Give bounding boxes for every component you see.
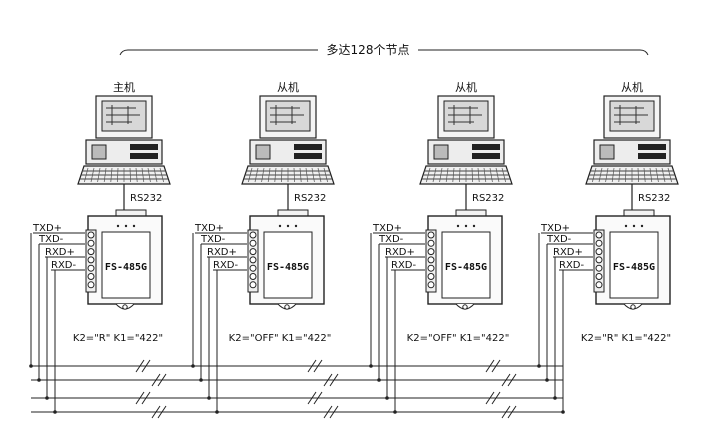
pin-label: RXD- — [213, 260, 238, 271]
pin-label: RXD- — [559, 260, 584, 271]
rs485-converter-icon: FS-485G — [593, 209, 671, 310]
pin-label: TXD- — [546, 234, 572, 245]
switch-setting-label: K2="OFF" K1="422" — [229, 333, 332, 344]
pin-label: TXD- — [378, 234, 404, 245]
node-role-label: 从机 — [621, 80, 643, 94]
pin-label: RXD+ — [45, 247, 75, 258]
desktop-computer-icon — [241, 95, 335, 185]
module-label: FS-485G — [613, 262, 655, 273]
module-label: FS-485G — [445, 262, 487, 273]
switch-setting-label: K2="R" K1="422" — [73, 333, 163, 344]
node-role-label: 从机 — [277, 80, 299, 94]
pin-label: RXD- — [391, 260, 416, 271]
pin-label: TXD+ — [372, 223, 402, 234]
rs232-label: RS232 — [294, 193, 326, 204]
rs232-label: RS232 — [638, 193, 670, 204]
pin-label: TXD+ — [32, 223, 62, 234]
desktop-computer-icon — [77, 95, 171, 185]
pin-label: TXD- — [200, 234, 226, 245]
pin-label: RXD+ — [207, 247, 237, 258]
node-role-label: 主机 — [113, 80, 135, 94]
rs232-label: RS232 — [130, 193, 162, 204]
pin-label: TXD+ — [194, 223, 224, 234]
desktop-computer-icon — [585, 95, 679, 185]
rs422-bus — [29, 233, 565, 419]
pin-label: TXD+ — [540, 223, 570, 234]
banner-text: 多达128个节点 — [327, 43, 410, 57]
rs232-label: RS232 — [472, 193, 504, 204]
rs485-converter-icon: FS-485G — [425, 209, 503, 310]
pin-label: RXD+ — [553, 247, 583, 258]
switch-setting-label: K2="R" K1="422" — [581, 333, 671, 344]
pin-label: RXD+ — [385, 247, 415, 258]
rs485-converter-icon: FS-485G — [247, 209, 325, 310]
module-label: FS-485G — [267, 262, 309, 273]
node-count-banner: 多达128个节点 — [119, 43, 649, 57]
desktop-computer-icon — [419, 95, 513, 185]
switch-setting-label: K2="OFF" K1="422" — [407, 333, 510, 344]
rs485-converter-icon: FS-485G — [85, 209, 163, 310]
module-label: FS-485G — [105, 262, 147, 273]
pin-label: TXD- — [38, 234, 64, 245]
node-role-label: 从机 — [455, 80, 477, 94]
pin-label: RXD- — [51, 260, 76, 271]
